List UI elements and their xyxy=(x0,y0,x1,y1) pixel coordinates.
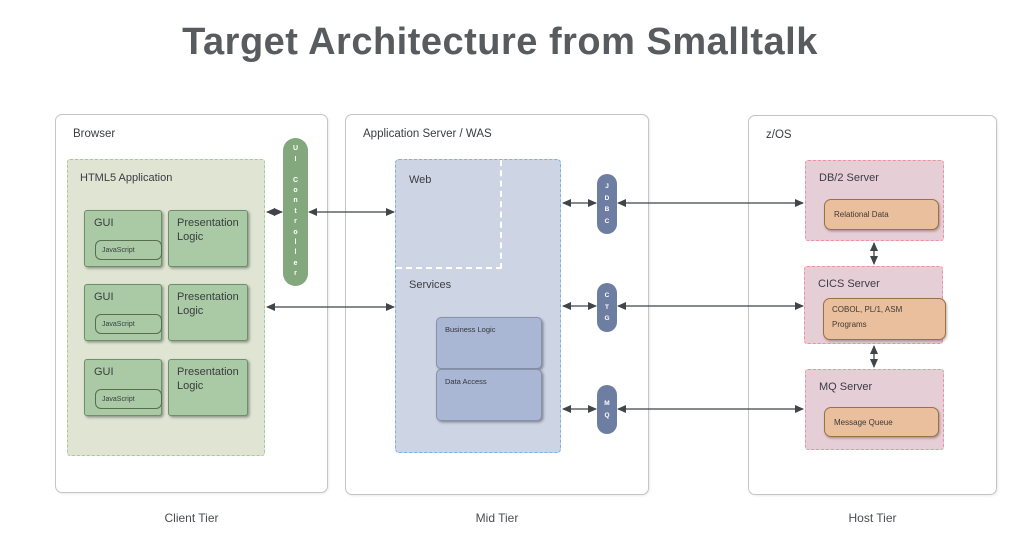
application-server-label: Application Server / WAS xyxy=(363,128,492,140)
db2-server-label: DB/2 Server xyxy=(819,172,879,184)
javascript-box-3: JavaScript xyxy=(95,389,162,409)
cics-server-box: CICS Server COBOL, PL/1, ASM Programs xyxy=(804,266,946,344)
javascript-box-2: JavaScript xyxy=(95,314,162,334)
browser-label: Browser xyxy=(73,128,116,140)
services-region: Web Services Business Logic Data Access xyxy=(395,159,561,453)
web-label: Web xyxy=(409,174,432,186)
gui-box-3: GUI JavaScript xyxy=(84,359,162,416)
client-tier-label: Client Tier xyxy=(164,511,219,525)
mq-server-label: MQ Server xyxy=(819,381,873,393)
gui-box-2: GUI JavaScript xyxy=(84,284,162,341)
zos-label: z/OS xyxy=(766,129,792,141)
presentation-logic-box-3: Presentation Logic xyxy=(168,359,248,416)
gui-label-3: GUI xyxy=(94,366,114,378)
cics-server-label: CICS Server xyxy=(818,278,880,290)
page-title: Target Architecture from Smalltalk xyxy=(182,21,818,63)
gui-box-1: GUI JavaScript xyxy=(84,210,162,267)
gui-label-2: GUI xyxy=(94,291,114,303)
mid-tier-label: Mid Tier xyxy=(475,511,519,525)
presentation-logic-box-1: Presentation Logic xyxy=(168,210,248,267)
mq-server-box: MQ Server Message Queue xyxy=(805,369,944,450)
db2-server-box: DB/2 Server Relational Data xyxy=(805,160,944,241)
gui-label-1: GUI xyxy=(94,217,114,229)
cobol-programs-box: COBOL, PL/1, ASM Programs xyxy=(823,298,946,340)
presentation-logic-box-2: Presentation Logic xyxy=(168,284,248,341)
services-label: Services xyxy=(409,279,452,291)
javascript-box-1: JavaScript xyxy=(95,240,162,260)
relational-data-box: Relational Data xyxy=(824,199,939,230)
host-tier-label: Host Tier xyxy=(848,511,897,525)
data-access-box: Data Access xyxy=(436,369,542,421)
web-box: Web xyxy=(396,160,502,269)
message-queue-box: Message Queue xyxy=(824,407,939,437)
business-logic-box: Business Logic xyxy=(436,317,542,369)
html5-application-label: HTML5 Application xyxy=(80,172,173,184)
